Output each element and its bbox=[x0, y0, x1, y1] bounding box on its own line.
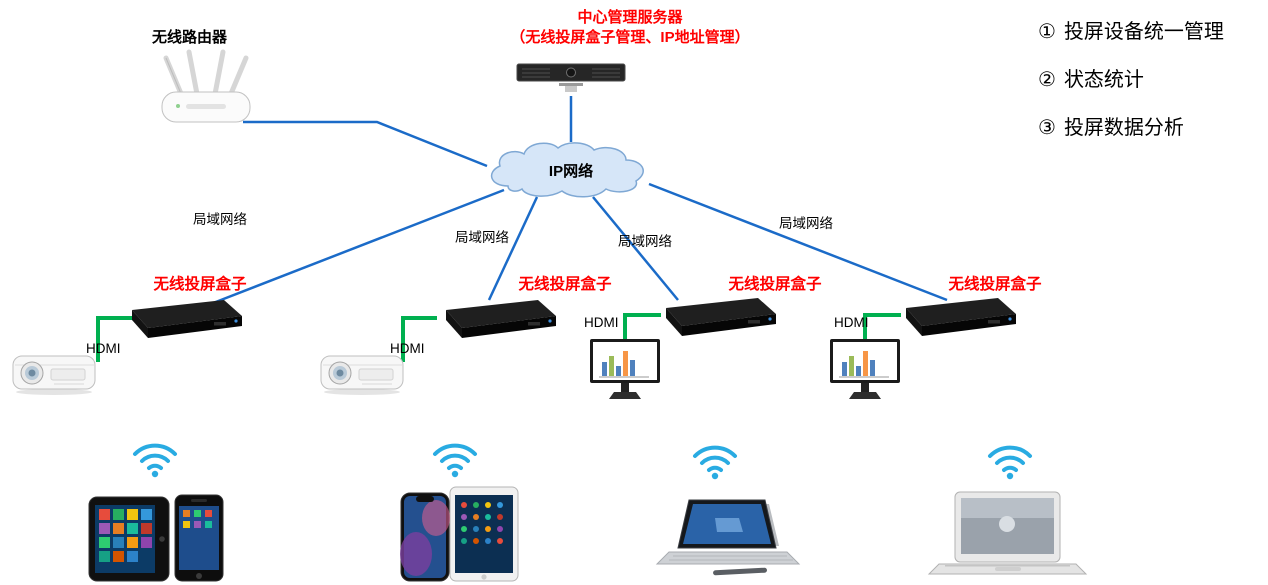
wifi-icon bbox=[988, 445, 1032, 480]
hdmi-label-2: HDMI bbox=[390, 341, 425, 356]
monitor-icon bbox=[829, 338, 901, 402]
box-label-3: 无线投屏盒子 bbox=[728, 276, 822, 293]
tv-box-icon bbox=[892, 296, 1018, 342]
feature-2-marker: ② bbox=[1038, 69, 1056, 91]
feature-1-label: 投屏设备统一管理 bbox=[1063, 21, 1224, 43]
lan-label-2: 局域网络 bbox=[455, 230, 509, 245]
hdmi-label-3: HDMI bbox=[584, 315, 619, 330]
surface-laptop-icon bbox=[655, 498, 810, 578]
wifi-icon bbox=[133, 443, 177, 478]
macbook-icon bbox=[925, 490, 1090, 580]
tv-box-icon bbox=[118, 298, 244, 344]
server-icon bbox=[516, 56, 626, 98]
cloud-icon: IP网络 bbox=[478, 140, 664, 202]
server-title-line1: 中心管理服务器 bbox=[577, 9, 683, 26]
lan-label-4: 局域网络 bbox=[779, 216, 833, 231]
router-icon bbox=[158, 46, 254, 130]
link-cloud-box-3 bbox=[592, 196, 679, 301]
feature-2-label: 状态统计 bbox=[1063, 69, 1144, 91]
projector-icon bbox=[318, 346, 406, 396]
monitor-icon bbox=[589, 338, 661, 402]
tv-box-icon bbox=[652, 296, 778, 342]
tablet-icon bbox=[88, 496, 170, 582]
smartphone-icon bbox=[174, 494, 224, 582]
feature-3-marker: ③ bbox=[1038, 117, 1056, 139]
box-label-2: 无线投屏盒子 bbox=[518, 276, 612, 293]
link-cloud-box-2 bbox=[487, 196, 539, 301]
box-label-1: 无线投屏盒子 bbox=[153, 276, 247, 293]
iphone-icon bbox=[400, 492, 450, 582]
hdmi-cable bbox=[96, 316, 132, 362]
wifi-icon bbox=[433, 443, 477, 478]
lan-label-1: 局域网络 bbox=[193, 212, 247, 227]
wifi-icon bbox=[693, 445, 737, 480]
tv-box-icon bbox=[432, 298, 558, 344]
ipad-icon bbox=[449, 486, 519, 582]
feature-item-3: ③ 投屏数据分析 bbox=[1038, 114, 1224, 142]
server-title-line2: （无线投屏盒子管理、IP地址管理） bbox=[510, 28, 750, 46]
link-router-cloud bbox=[243, 120, 488, 168]
feature-item-2: ② 状态统计 bbox=[1038, 66, 1224, 94]
cloud-label: IP网络 bbox=[548, 163, 594, 180]
hdmi-label-1: HDMI bbox=[86, 341, 121, 356]
lan-label-3: 局域网络 bbox=[618, 234, 672, 249]
hdmi-label-4: HDMI bbox=[834, 315, 869, 330]
feature-3-label: 投屏数据分析 bbox=[1063, 117, 1184, 139]
router-label: 无线路由器 bbox=[152, 29, 228, 46]
server-title: 中心管理服务器 （无线投屏盒子管理、IP地址管理） bbox=[430, 8, 830, 47]
feature-list: ① 投屏设备统一管理 ② 状态统计 ③ 投屏数据分析 bbox=[1038, 18, 1224, 162]
link-cloud-box-4 bbox=[648, 182, 948, 302]
box-label-4: 无线投屏盒子 bbox=[948, 276, 1042, 293]
link-cloud-box-1 bbox=[207, 188, 505, 307]
hdmi-cable bbox=[401, 316, 437, 362]
feature-1-marker: ① bbox=[1038, 21, 1056, 43]
projector-icon bbox=[10, 346, 98, 396]
feature-item-1: ① 投屏设备统一管理 bbox=[1038, 18, 1224, 46]
